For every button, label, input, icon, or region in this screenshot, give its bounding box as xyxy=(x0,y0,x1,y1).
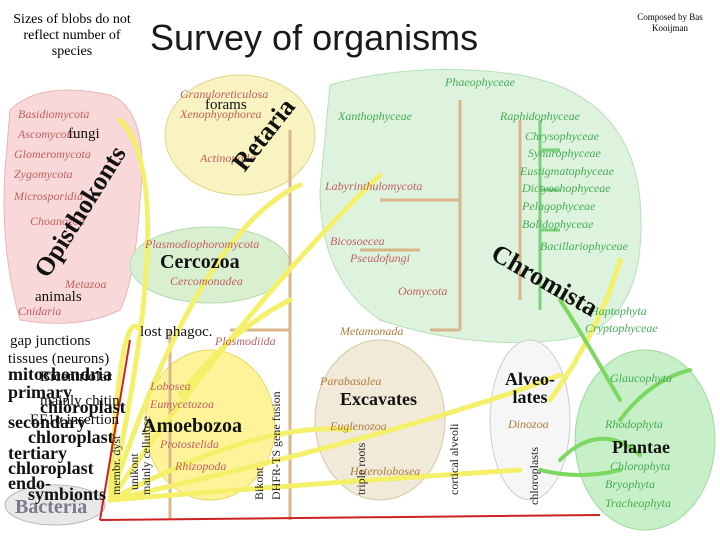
trait-ef1a: EF1α insertion xyxy=(30,412,120,428)
plantae-blob xyxy=(574,349,716,531)
credit-note: Composed by Bas Kooijman xyxy=(637,12,703,33)
taxon-protostelida: Protostelida xyxy=(160,437,219,451)
taxon-pelagophyceae: Pelagophyceae xyxy=(522,199,596,213)
slide-title: Survey of organisms xyxy=(150,17,479,58)
green-arrows xyxy=(538,298,692,477)
taxon-plasmodiophoromycota: Plasmodiophoromycota xyxy=(145,237,260,251)
endo-tertiary: tertiary xyxy=(8,443,67,463)
taxon-dinozoa: Dinozoa xyxy=(508,417,549,431)
taxon-pseudofungi: Pseudofungi xyxy=(350,251,410,265)
taxon-metazoa: Metazoa xyxy=(65,277,107,291)
taxon-tracheophyta: Tracheophyta xyxy=(605,496,671,510)
taxon-cnidaria: Cnidaria xyxy=(18,304,62,318)
taxon-zygomycota: Zygomycota xyxy=(14,167,73,181)
taxon-chrysophyceae: Chrysophyceae xyxy=(525,129,599,143)
red-lineage-line xyxy=(99,339,601,521)
taxon-parabasalea: Parabasalea xyxy=(320,374,382,388)
taxon-bacillariophyceae: Bacillariophyceae xyxy=(540,239,628,253)
excavates-blob xyxy=(314,339,446,501)
trait-tissues: tissues (neurons) xyxy=(8,351,110,367)
taxon-metamonada: Metamonada xyxy=(340,324,404,338)
endo-chloroplast: chloroplast xyxy=(40,397,126,417)
taxon-raphidophyceae: Raphidophyceae xyxy=(500,109,580,123)
taxon-glaucophyta: Glaucophyta xyxy=(610,371,672,385)
endo-primary: primary xyxy=(8,382,72,402)
taxon-basidiomycota: Basidiomycota xyxy=(18,107,90,121)
group-animals: animals xyxy=(35,289,82,305)
trait-chloroplasts: chloroplasts xyxy=(527,447,541,505)
group-forams: forams xyxy=(205,97,247,113)
yellow-arrows xyxy=(107,117,623,503)
taxon-xenophyophorea: Xenophyophorea xyxy=(180,107,262,121)
endo-mitochondria: mitochondria xyxy=(8,364,113,384)
trait-cortical-alveoli: cortical alveoli xyxy=(447,423,461,495)
taxon-eustigmatophyceae: Eustigmatophyceae xyxy=(520,164,614,178)
clade-bacteria: Bacteria xyxy=(15,496,88,518)
green-branches xyxy=(538,120,560,310)
trait-dhfr-ts: DHFR-TS gene fusion xyxy=(269,391,283,500)
endo-symbionts: symbionts xyxy=(28,484,107,504)
endo-secondary: secondary xyxy=(8,412,86,432)
taxon-rhizopoda: Rhizopoda xyxy=(175,459,227,473)
taxon-cryptophyceae: Cryptophyceae xyxy=(585,321,658,335)
taxon-ascomycota: Ascomycota xyxy=(18,127,76,141)
taxon-heterolobosea: Heterolobosea xyxy=(350,464,421,478)
clade-amoebozoa: Amoebozoa xyxy=(142,415,242,437)
taxon-labyrinthulomycota: Labyrinthulomycota xyxy=(325,179,423,193)
taxon-xanthophyceae: Xanthophyceae xyxy=(338,109,412,123)
group-fungi: fungi xyxy=(68,126,100,142)
taxon-granuloreticulosa: Granuloreticulosa xyxy=(180,87,269,101)
amoebozoa-blob xyxy=(144,349,276,501)
trait-triple-roots: triple roots xyxy=(354,442,368,495)
taxon-bolidophyceae: Bolidophyceae xyxy=(522,217,594,231)
taxon-plasmodiida: Plasmodiida xyxy=(215,334,276,348)
trait-gap-junctions: gap junctions xyxy=(10,333,91,349)
size-note: Sizes of blobs do not reflect number of … xyxy=(13,12,131,60)
taxon-euglenozoa: Euglenozoa xyxy=(330,419,387,433)
taxon-rhodophyta: Rhodophyta xyxy=(605,417,663,431)
taxon-lobosea: Lobosea xyxy=(150,379,191,393)
chromista-blob xyxy=(319,68,642,343)
clade-plantae: Plantae xyxy=(612,437,670,457)
taxon-microsporidia: Microsporidia xyxy=(14,189,83,203)
trait-lost-phagoc: lost phagoc. xyxy=(140,324,213,340)
opisthokonts-blob xyxy=(3,89,143,324)
bacteria-blob xyxy=(4,484,106,526)
taxon-choanozoa: Choanozoa xyxy=(30,214,85,228)
clade-excavates: Excavates xyxy=(340,389,417,409)
retaria-blob xyxy=(164,74,316,196)
taxon-synurophyceae: Synurophyceae xyxy=(528,146,601,160)
taxon-actinopoda: Actinopoda xyxy=(200,151,256,165)
endo-endo: endo- xyxy=(8,473,52,493)
taxon-dictyochophyceae: Dictyochophyceae xyxy=(522,181,611,195)
taxon-phaeophyceae: Phaeophyceae xyxy=(445,75,515,89)
trait-mainly-cellulose: mainly cellulose xyxy=(139,416,153,495)
clade-alveolates: Alveo- lates xyxy=(505,369,555,407)
taxon-bicosoecea: Bicosoecea xyxy=(330,234,385,248)
taxon-chlorophyta: Chlorophyta xyxy=(610,459,671,473)
clade-cercozoa: Cercozoa xyxy=(160,251,240,273)
endo-chloroplast-3: chloroplast xyxy=(8,458,94,478)
trait-mainly-chitin: mainly chitin xyxy=(40,393,120,409)
taxon-cercomonadea: Cercomonadea xyxy=(170,274,243,288)
taxon-haptophyta: Haptophyta xyxy=(590,304,647,318)
taxon-oomycota: Oomycota xyxy=(398,284,448,298)
trait-bicentriolar: Bicentriolar xyxy=(40,369,112,385)
taxon-bryophyta: Bryophyta xyxy=(605,477,655,491)
endo-chloroplast-2: chloroplast xyxy=(28,427,114,447)
trait-bikont: Bikont xyxy=(252,467,266,500)
taxon-eumycetozoa: Eumycetozoa xyxy=(150,397,214,411)
taxon-glomeromycota: Glomeromycota xyxy=(14,147,91,161)
